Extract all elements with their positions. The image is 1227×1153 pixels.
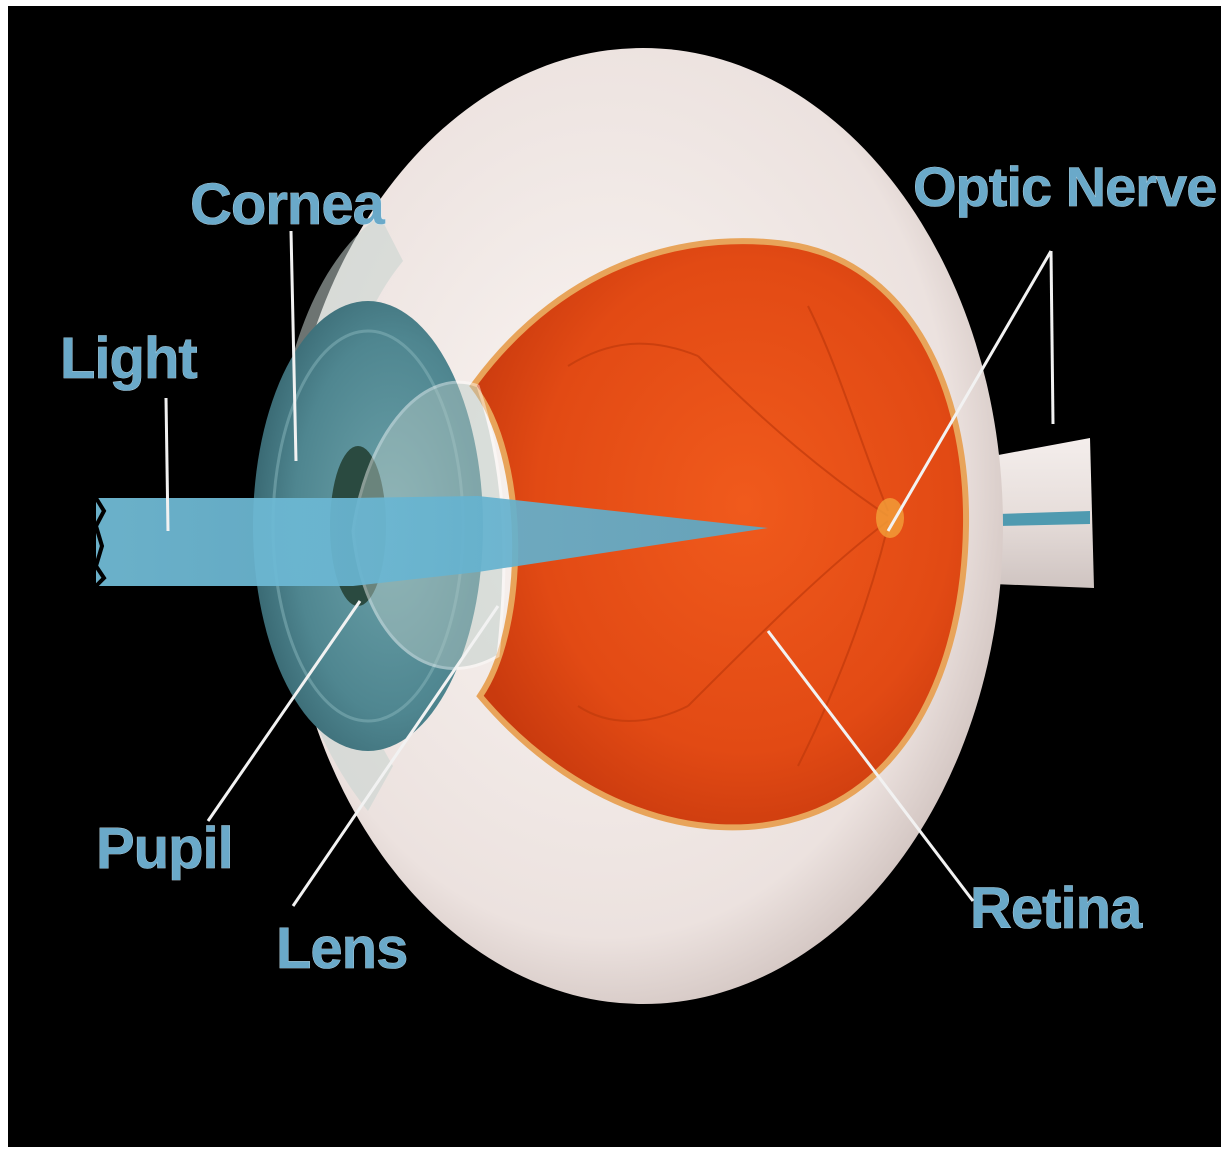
optic-nerve [993,438,1094,588]
label-cornea: Cornea [190,172,386,237]
optic-nerve-leader-right [1051,251,1053,424]
eye-diagram: Cornea Light Optic Nerve Pupil Lens Reti… [8,6,1221,1147]
label-retina: Retina [970,876,1143,941]
label-light: Light [60,326,197,391]
label-lens: Lens [276,916,407,981]
light-leader [166,398,168,531]
optic-disc [876,498,904,538]
eye-illustration: Cornea Light Optic Nerve Pupil Lens Reti… [8,6,1221,1147]
label-optic-nerve: Optic Nerve [913,155,1216,218]
label-pupil: Pupil [96,816,233,881]
